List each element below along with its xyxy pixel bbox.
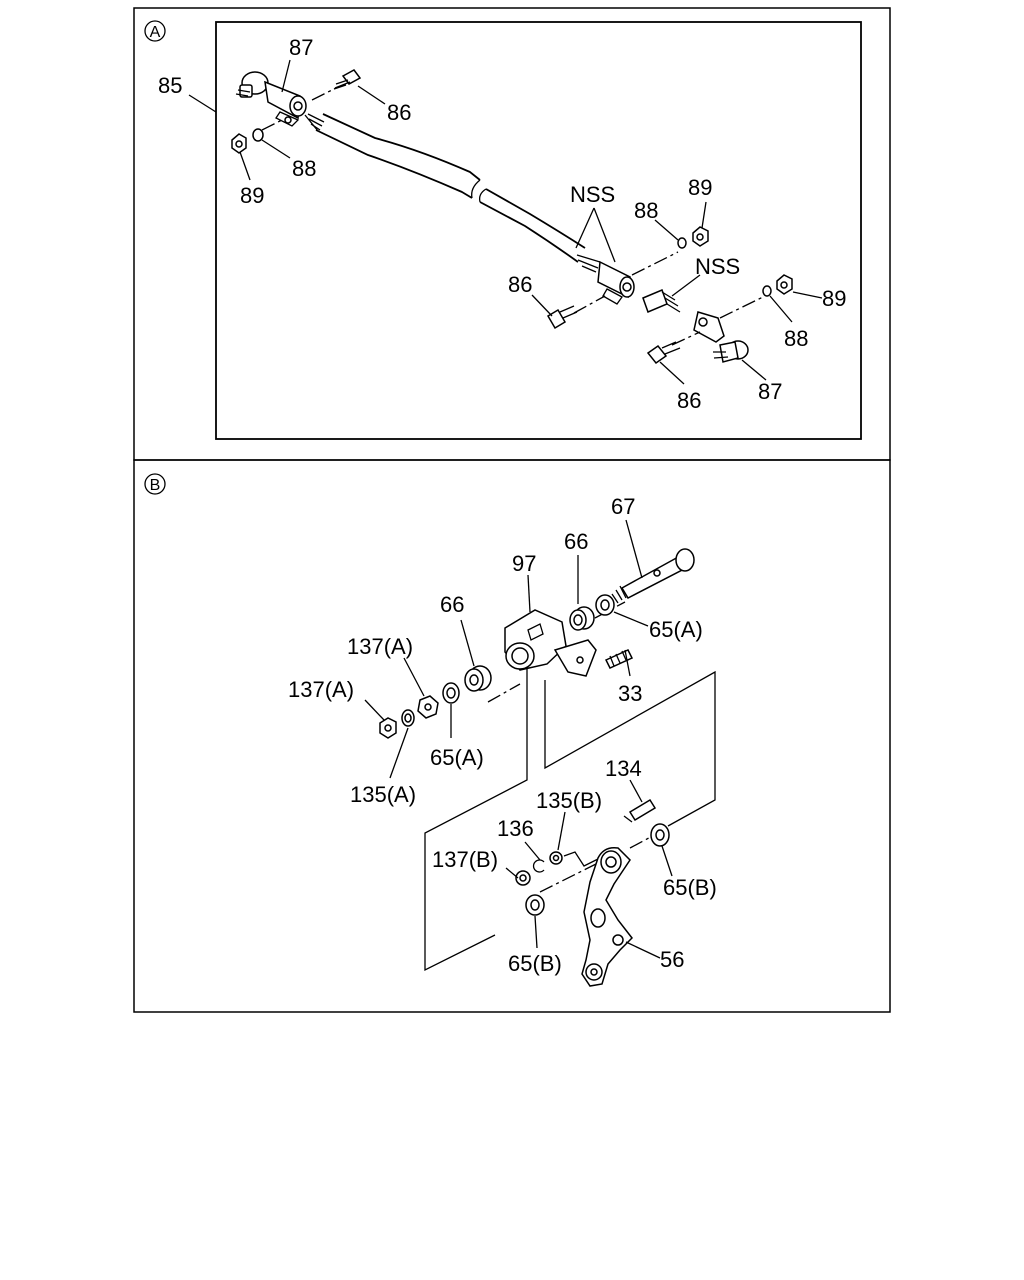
bushing-66-left — [464, 665, 492, 692]
lower-hardware-stack — [515, 851, 601, 886]
label-65a-lower: 65(A) — [430, 745, 484, 770]
label-86-top: 86 — [387, 100, 411, 125]
label-85: 85 — [158, 73, 182, 98]
bolt-86-mid — [546, 305, 578, 330]
label-88-left: 88 — [292, 156, 316, 181]
label-65b-right: 65(B) — [663, 875, 717, 900]
label-33: 33 — [618, 681, 642, 706]
label-nss-rod: NSS — [570, 182, 615, 207]
label-66-right: 66 — [564, 529, 588, 554]
pin-67 — [611, 548, 695, 604]
rod-end-right — [573, 251, 681, 314]
label-137b: 137(B) — [432, 847, 498, 872]
lever-56 — [581, 846, 633, 987]
label-137a-lower: 137(A) — [288, 677, 354, 702]
label-88-right: 88 — [634, 198, 658, 223]
label-136: 136 — [497, 816, 534, 841]
label-89-left: 89 — [240, 183, 264, 208]
label-89-right: 89 — [822, 286, 846, 311]
label-86-bottom: 86 — [677, 388, 701, 413]
panel-a-marker: A — [144, 20, 166, 42]
label-86-mid: 86 — [508, 272, 532, 297]
label-89-right-top: 89 — [688, 175, 712, 200]
bushing-65a-right — [595, 594, 615, 616]
panel-a-inner-frame — [215, 21, 862, 440]
panel-b-leaders — [364, 519, 673, 959]
panel-b: B — [133, 459, 891, 1013]
bracket-97 — [504, 609, 597, 677]
label-97: 97 — [512, 551, 536, 576]
washer-nut-right-lower — [762, 274, 793, 297]
panel-a: A — [133, 7, 891, 461]
left-hardware-stack — [379, 682, 460, 739]
bracket-lower-right — [646, 295, 766, 365]
label-135b: 135(B) — [536, 788, 602, 813]
bushing-66-right — [569, 606, 595, 631]
bushing-65b-right — [650, 823, 670, 847]
bolt-86-top — [311, 69, 362, 101]
label-65b-bottom: 65(B) — [508, 951, 562, 976]
panel-a-marker-text: A — [150, 24, 161, 41]
label-65a-right: 65(A) — [649, 617, 703, 642]
label-134: 134 — [605, 756, 642, 781]
panel-a-leaders — [188, 59, 823, 385]
pin-134 — [623, 798, 657, 823]
label-nss-stud: NSS — [695, 254, 740, 279]
label-135a: 135(A) — [350, 782, 416, 807]
washer-nut-left — [231, 119, 283, 154]
label-67: 67 — [611, 494, 635, 519]
label-87-bottom: 87 — [758, 379, 782, 404]
panel-b-frame — [133, 459, 891, 1013]
label-88-lower: 88 — [784, 326, 808, 351]
rod-85 — [304, 113, 601, 273]
label-87-top: 87 — [289, 35, 313, 60]
panel-b-marker-text: B — [150, 477, 161, 494]
label-56: 56 — [660, 947, 684, 972]
washer-nut-right-top — [677, 226, 709, 249]
bushing-65b-bottom — [525, 894, 545, 916]
panel-b-marker: B — [144, 473, 166, 495]
label-66-left: 66 — [440, 592, 464, 617]
label-137a-upper: 137(A) — [347, 634, 413, 659]
ball-joint-87-top — [235, 71, 307, 127]
